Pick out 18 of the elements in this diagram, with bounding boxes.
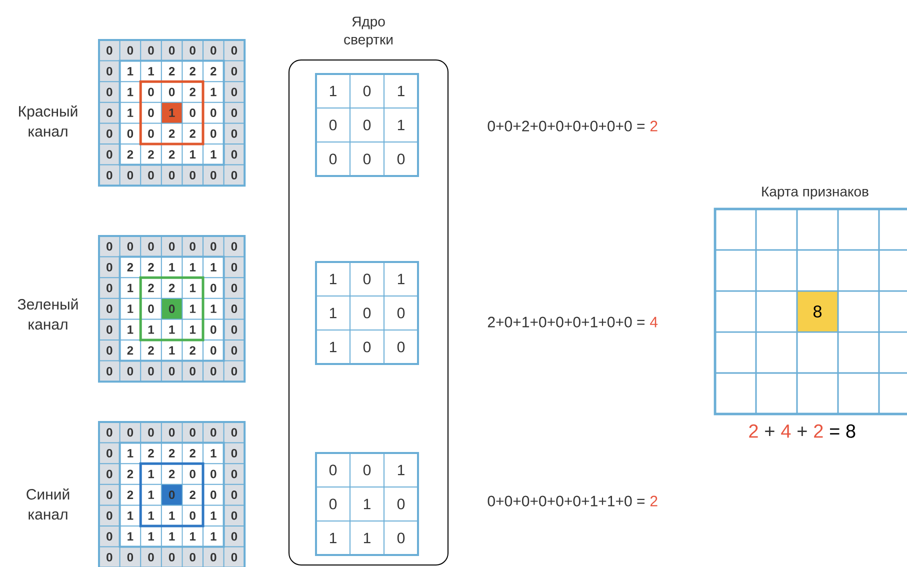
feature-map: Карта признаков 8 bbox=[714, 186, 907, 416]
result: 4 bbox=[650, 316, 658, 328]
pixel-grid: 0 0 0 0 0 0 0 0 1 2 2 2 1 0 0 2 1 2 0 0 0 0 2 1 0 2 0 0 0 1 1 1 0 1 0 0 1 1 1 1 1 0 0 0 0 0 0 0 0 bbox=[98, 421, 246, 567]
node-label: Карта признаков bbox=[762, 186, 868, 200]
result: 2 bbox=[650, 496, 658, 506]
channel-label: Синий канал bbox=[26, 488, 70, 520]
kernel-grid: 0 0 1 0 1 0 1 1 0 bbox=[315, 452, 419, 556]
pixel-grid: 0 0 0 0 0 0 0 0 2 2 1 1 1 0 0 1 2 2 1 0 0 0 1 0 0 1 1 0 0 1 1 1 1 0 0 0 2 2 1 2 0 0 0 0 0 0 0 0 0 bbox=[98, 235, 246, 383]
result: 2 bbox=[650, 120, 658, 132]
equation: 0+0+0+0+0+0+1+1+0 = bbox=[488, 496, 644, 506]
kernel-grid: 1 0 1 0 0 1 0 0 0 bbox=[315, 73, 419, 177]
equation: 2+0+1+0+0+0+1+0+0 = bbox=[488, 316, 644, 328]
pixel-grid: 0 0 0 0 0 0 0 0 1 1 2 2 2 0 0 1 0 0 2 1 0 0 1 0 1 0 0 0 0 0 0 2 2 0 0 0 2 2 2 1 1 0 0 0 0 0 0 0 0 bbox=[98, 39, 246, 187]
channel-label: Зеленый канал bbox=[18, 298, 78, 330]
kernel-grid: 1 0 1 1 0 0 1 0 0 bbox=[315, 261, 419, 365]
node-label: Ядро свертки bbox=[344, 16, 392, 48]
channel-label: Красный канал bbox=[19, 105, 78, 137]
equation: 0+0+2+0+0+0+0+0+0 = bbox=[488, 120, 644, 132]
